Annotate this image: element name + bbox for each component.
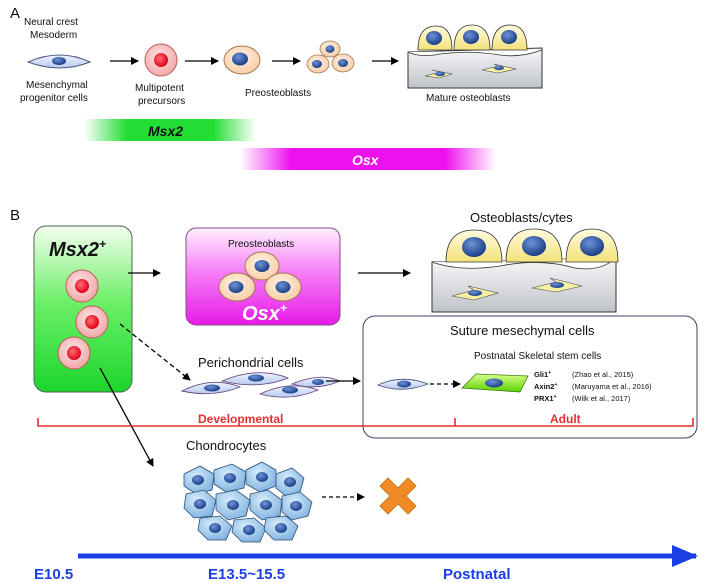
origin-line2: Mesoderm bbox=[30, 30, 77, 41]
msx2-bar-label: Msx2 bbox=[148, 123, 183, 139]
adult-label: Adult bbox=[550, 412, 581, 426]
osx-expression-bar bbox=[240, 148, 496, 170]
stage-2-line2: precursors bbox=[138, 96, 185, 107]
stage-1-line1: Mesenchymal bbox=[26, 80, 88, 91]
marker-ref-2: (Maruyama et al., 2016) bbox=[572, 382, 652, 391]
mature-osteoblasts-icon bbox=[407, 24, 543, 89]
preosteoblast-cluster-icon bbox=[306, 40, 355, 74]
timeline-e13-5-15-5: E13.5~15.5 bbox=[208, 566, 285, 583]
marker-ref-3: (Wilk et al., 2017) bbox=[572, 394, 631, 403]
multipotent-precursor-cell-icon bbox=[144, 43, 178, 77]
mesenchymal-progenitor-cell-icon bbox=[26, 54, 92, 69]
timeline-postnatal: Postnatal bbox=[443, 566, 511, 583]
stage-3-label: Preosteoblasts bbox=[245, 88, 311, 99]
cross-icon bbox=[379, 477, 417, 515]
arrow-to-perichondrial bbox=[119, 323, 191, 381]
origin-line1: Neural crest bbox=[24, 17, 78, 28]
perichondrial-cells-icon bbox=[180, 372, 342, 398]
suture-fibroblast-icon bbox=[376, 378, 430, 390]
msx2-expression-bar bbox=[84, 119, 256, 141]
panel-b-label: B bbox=[10, 207, 20, 224]
chondrocytes-label: Chondrocytes bbox=[186, 438, 267, 453]
marker-list: Gli1+ (Zhao et al., 2015) Axin2+ (Maruya… bbox=[534, 370, 652, 403]
preosteoblast-cluster-b-icon bbox=[218, 251, 302, 302]
osx-bar-label: Osx bbox=[352, 152, 380, 168]
panel-a-label: A bbox=[10, 5, 20, 22]
preosteoblasts-box-label: Preosteoblasts bbox=[228, 239, 294, 250]
stage-1-line2: progenitor cells bbox=[20, 93, 88, 104]
skeletal-stem-cell-icon bbox=[461, 373, 529, 393]
stage-4-label: Mature osteoblasts bbox=[426, 93, 511, 104]
marker-name-3: PRX1+ bbox=[534, 394, 557, 403]
preosteoblast-cell-icon bbox=[223, 45, 261, 75]
marker-name-2: Axin2+ bbox=[534, 382, 557, 391]
osteoblasts-cytes-label: Osteoblasts/cytes bbox=[470, 210, 573, 225]
timeline-e10-5: E10.5 bbox=[34, 566, 73, 583]
adult-bracket bbox=[455, 418, 694, 427]
marker-ref-1: (Zhao et al., 2015) bbox=[572, 370, 634, 379]
arrow-to-chondrocytes bbox=[99, 367, 154, 467]
developmental-label: Developmental bbox=[198, 412, 283, 426]
osx-positive-label: Osx+ bbox=[242, 301, 287, 325]
perichondrial-cells-label: Perichondrial cells bbox=[198, 355, 304, 370]
suture-mesenchymal-title: Suture mesechymal cells bbox=[450, 323, 595, 338]
stem-cells-title: Postnatal Skeletal stem cells bbox=[474, 351, 601, 362]
chondrocytes-icon bbox=[183, 461, 313, 543]
stage-2-line1: Multipotent bbox=[135, 83, 184, 94]
msx2-cells-icon bbox=[57, 269, 109, 370]
msx2-positive-label: Msx2+ bbox=[49, 237, 106, 261]
developmental-bracket bbox=[37, 418, 456, 427]
suture-mesenchymal-box bbox=[362, 315, 698, 439]
osteoblasts-cytes-icon bbox=[431, 228, 619, 313]
marker-name-1: Gli1+ bbox=[534, 370, 551, 379]
